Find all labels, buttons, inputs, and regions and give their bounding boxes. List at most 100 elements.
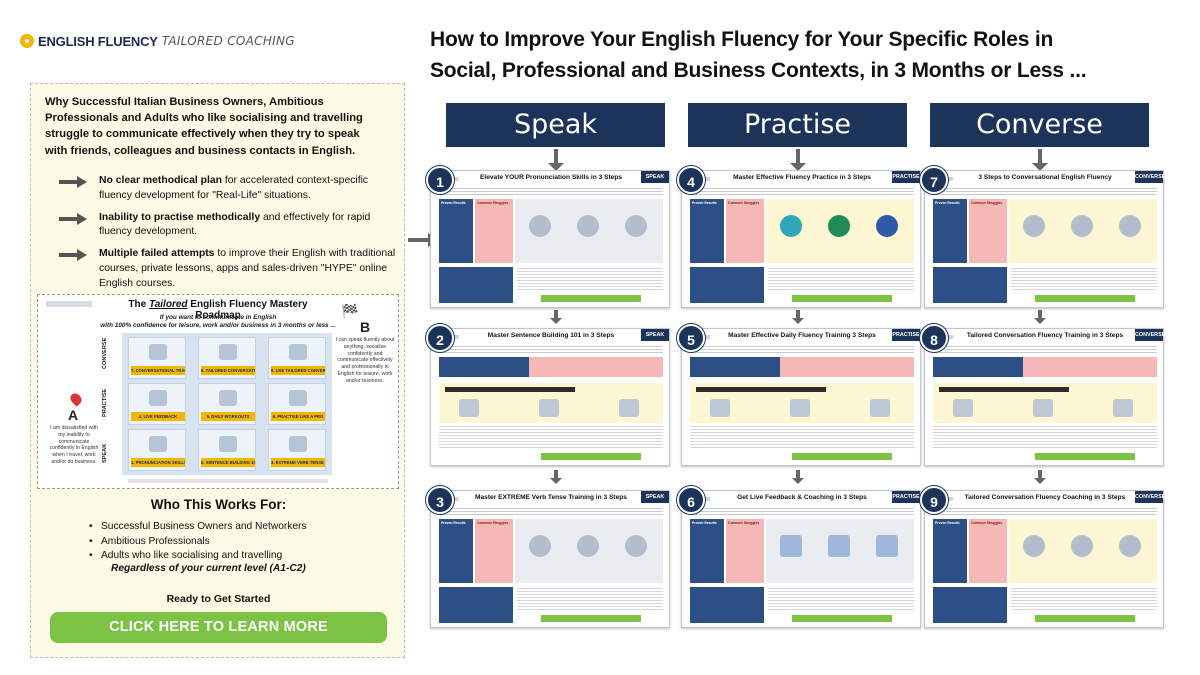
pain-point-text: to improve their English with traditiona… <box>99 248 396 289</box>
step-icon <box>149 436 167 452</box>
roadmap-logo <box>46 301 92 307</box>
who-item: Adults who like socialising and travelli… <box>89 549 401 564</box>
card-footer-box <box>439 267 513 303</box>
step-illustration-icon <box>953 399 973 417</box>
proven-results-box <box>439 519 473 583</box>
step-number-badge: 3 <box>426 486 454 514</box>
column-header-speak: Speak <box>446 103 665 147</box>
step-label: 9. USE TAILORED CONVERSATION COACHING <box>271 366 325 375</box>
step-card[interactable]: CONVERSE 3 Steps to Conversational Engli… <box>924 170 1165 308</box>
common-struggles-box <box>726 519 764 583</box>
pain-point-item: Inability to practise methodically and e… <box>59 211 399 241</box>
arrow-right-icon <box>59 249 87 262</box>
common-struggles-box <box>475 519 513 583</box>
brand-logo[interactable]: ENGLISH FLUENCY TAILORED COACHING <box>20 30 295 52</box>
card-intro-lines <box>933 507 1157 515</box>
card-learn-more-bar[interactable] <box>541 295 641 302</box>
step-card[interactable]: CONVERSE Tailored Conversation Fluency T… <box>924 328 1165 466</box>
step-illustration-icon <box>1023 215 1045 237</box>
ready-label: Ready to Get Started <box>166 593 271 605</box>
card-tag: PRACTISE <box>892 171 920 183</box>
card-body-lines <box>690 425 914 449</box>
step-icon <box>219 344 237 360</box>
step-illustration-icon <box>577 215 599 237</box>
step-illustration-icon <box>1023 535 1045 557</box>
step-illustration-icon <box>780 535 802 557</box>
step-icon <box>219 436 237 452</box>
finish-flag-icon: 🏁 <box>341 303 359 319</box>
proven-results-box <box>933 199 967 263</box>
card-tag: CONVERSE <box>1135 491 1165 503</box>
proven-results-box <box>690 519 724 583</box>
step-number-badge: 1 <box>426 166 454 194</box>
step-label: 4. LIVE FEEDBACK <box>131 412 185 421</box>
step-number-badge: 8 <box>920 324 948 352</box>
roadmap-point-a: A <box>68 407 79 423</box>
card-learn-more-bar[interactable] <box>1035 453 1135 460</box>
location-pin-icon <box>68 391 84 407</box>
card-learn-more-bar[interactable] <box>792 453 892 460</box>
steps-box <box>766 519 914 583</box>
step-icon <box>149 344 167 360</box>
arrow-right-icon <box>59 212 87 225</box>
card-intro-lines <box>690 507 914 515</box>
roadmap-levels: CONVERSE PRACTISE SPEAK <box>102 333 120 475</box>
roadmap-step: 3. EXTREME VERB TENSE TRAINING <box>268 429 326 471</box>
step-illustration-icon <box>1033 399 1053 417</box>
card-tag: SPEAK <box>641 491 669 503</box>
who-list: Successful Business Owners and Networker… <box>89 520 401 564</box>
pain-point-list: No clear methodical plan for accelerated… <box>59 174 399 298</box>
card-title: Elevate YOUR Pronunciation Skills in 3 S… <box>479 174 623 181</box>
headline-line-2: Social, Professional and Business Contex… <box>430 59 1087 83</box>
card-title: Get Live Feedback & Coaching in 3 Steps <box>737 494 867 501</box>
intro-line: Why Successful Italian Business Owners, … <box>45 96 324 108</box>
roadmap-step: 2. SENTENCE BUILDING 101 <box>198 429 256 471</box>
step-card[interactable]: CONVERSE Tailored Conversation Fluency C… <box>924 490 1165 628</box>
logo-brand: ENGLISH FLUENCY <box>38 33 158 49</box>
pain-point-bold: No clear methodical plan <box>99 175 222 186</box>
roadmap-step: 1. PRONUNCIATION SKILLS <box>128 429 186 471</box>
step-illustration-icon <box>710 399 730 417</box>
step-card[interactable]: SPEAK Elevate YOUR Pronunciation Skills … <box>430 170 670 308</box>
card-intro-lines <box>933 187 1157 195</box>
card-title: Master Effective Fluency Practice in 3 S… <box>733 174 871 181</box>
common-struggles-box <box>726 199 764 263</box>
level-note: Regardless of your current level (A1-C2) <box>111 563 306 574</box>
step-card[interactable]: PRACTISE Master Effective Fluency Practi… <box>681 170 921 308</box>
arrow-down-icon <box>1034 310 1046 324</box>
pain-point-text: for accelerated context-specific fluency… <box>99 175 369 201</box>
card-learn-more-bar[interactable] <box>792 615 892 622</box>
step-number-badge: 5 <box>677 324 705 352</box>
card-learn-more-bar[interactable] <box>792 295 892 302</box>
proven-results-box <box>933 519 967 583</box>
step-card[interactable]: PRACTISE Get Live Feedback & Coaching in… <box>681 490 921 628</box>
card-learn-more-bar[interactable] <box>1035 615 1135 622</box>
roadmap-title-pre: The <box>128 299 149 310</box>
steps-box <box>1009 199 1157 263</box>
step-illustration-icon <box>459 399 479 417</box>
level-label: PRACTISE <box>102 388 108 417</box>
proven-results-box <box>933 357 1023 377</box>
proven-results-box <box>690 357 780 377</box>
card-body-lines <box>1011 587 1157 611</box>
card-title: Tailored Conversation Fluency Training i… <box>966 332 1124 339</box>
card-body-lines <box>517 587 663 611</box>
card-body-lines <box>439 425 663 449</box>
step-label: 5. DAILY WORKOUTS <box>201 412 255 421</box>
card-learn-more-bar[interactable] <box>1035 295 1135 302</box>
learn-more-button[interactable]: CLICK HERE TO LEARN MORE <box>50 612 387 643</box>
step-card[interactable]: SPEAK Master EXTREME Verb Tense Training… <box>430 490 670 628</box>
steps-box <box>1009 519 1157 583</box>
card-body-lines <box>768 267 914 291</box>
step-card[interactable]: SPEAK Master Sentence Building 101 in 3 … <box>430 328 670 466</box>
card-learn-more-bar[interactable] <box>541 453 641 460</box>
step-illustration-icon <box>1113 399 1133 417</box>
step-illustration-icon <box>1071 535 1093 557</box>
card-footer-box <box>690 267 764 303</box>
who-item: Ambitious Professionals <box>89 535 401 550</box>
card-intro-lines <box>690 345 914 353</box>
card-learn-more-bar[interactable] <box>541 615 641 622</box>
roadmap-thumbnail[interactable]: The Tailored English Fluency Mastery Roa… <box>37 294 399 489</box>
step-card[interactable]: PRACTISE Master Effective Daily Fluency … <box>681 328 921 466</box>
step-illustration-icon <box>828 535 850 557</box>
